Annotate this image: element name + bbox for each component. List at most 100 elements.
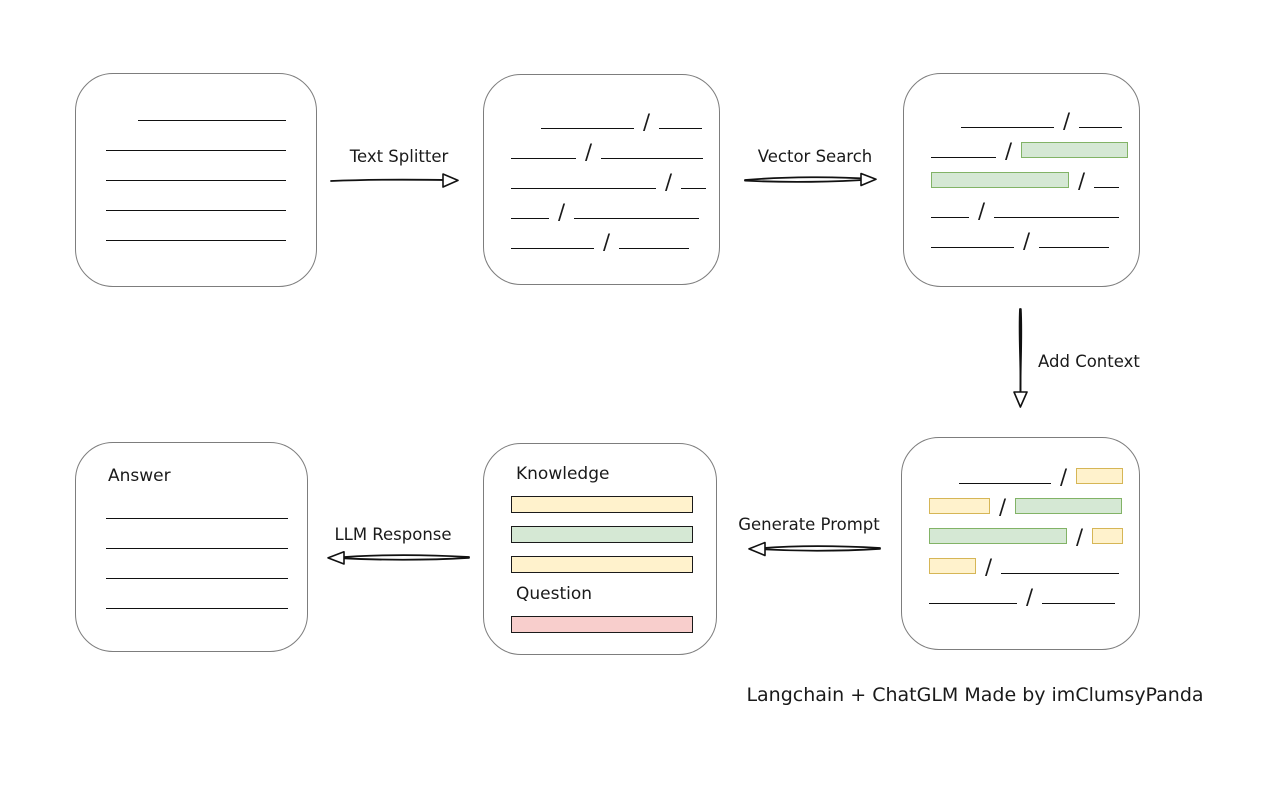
green-knowledge-bar (511, 526, 693, 543)
text-line (106, 180, 286, 181)
question-bar (511, 616, 693, 633)
chunk-row: / (511, 219, 719, 253)
green-highlight-chunk (1021, 142, 1129, 158)
right-arrow-icon (744, 172, 877, 187)
text-line (574, 218, 700, 219)
line-row (106, 91, 316, 121)
line-row (106, 211, 316, 241)
green-highlight-chunk (931, 172, 1069, 188)
chunk-row: / (931, 98, 1139, 132)
yellow-knowledge-bar (511, 556, 693, 573)
text-line (511, 188, 656, 189)
vector-search-label: Vector Search (757, 147, 873, 166)
slash-separator: / (1005, 139, 1013, 163)
vector-search-arrow: Vector Search (742, 147, 888, 197)
caption: Langchain + ChatGLM Made by imClumsyPand… (746, 684, 1204, 706)
line-row (106, 489, 307, 519)
chunk-row: / (511, 129, 719, 163)
yellow-highlight-chunk (929, 558, 976, 574)
down-arrow-icon (1013, 308, 1028, 408)
text-line (541, 128, 634, 129)
answer-node: Answer (75, 442, 308, 652)
left-arrow-icon (748, 541, 881, 557)
slash-separator: / (1078, 169, 1086, 193)
search-chunk-rows: / / / / / (904, 74, 1139, 252)
slash-separator: / (665, 170, 673, 194)
text-line (959, 483, 1051, 484)
text-line (601, 158, 704, 159)
text-line (106, 578, 288, 579)
line-row (106, 181, 316, 211)
text-line (511, 248, 594, 249)
text-line (659, 128, 703, 129)
text-line (931, 217, 969, 218)
line-row (106, 121, 316, 151)
yellow-highlight-chunk (1092, 528, 1124, 544)
slash-separator: / (1023, 229, 1031, 253)
text-line (106, 150, 286, 151)
text-line (1079, 127, 1123, 128)
slash-separator: / (643, 110, 651, 134)
text-line (681, 188, 707, 189)
text-line (106, 608, 288, 609)
chunk-row: / (511, 159, 719, 193)
answer-lines (76, 486, 307, 609)
line-row (106, 519, 307, 549)
chunk-row: / (929, 544, 1139, 578)
text-line (106, 240, 286, 241)
context-chunk-rows: / / / / / (902, 438, 1139, 608)
green-highlight-chunk (929, 528, 1067, 544)
text-line (511, 158, 576, 159)
text-line (106, 210, 286, 211)
slash-separator: / (585, 140, 593, 164)
chunk-row: / (511, 99, 719, 133)
yellow-knowledge-bar (511, 496, 693, 513)
text-splitter-label: Text Splitter (349, 147, 449, 166)
slash-separator: / (978, 199, 986, 223)
line-row (106, 549, 307, 579)
chunk-row: / (929, 454, 1139, 488)
answer-label: Answer (108, 466, 171, 486)
question-label: Question (516, 584, 593, 604)
chunk-row: / (931, 218, 1139, 252)
line-row (106, 579, 307, 609)
slash-separator: / (985, 555, 993, 579)
slash-separator: / (1026, 585, 1034, 609)
text-line (961, 127, 1054, 128)
text-line (106, 548, 288, 549)
chunk-row: / (511, 189, 719, 223)
chunk-row: / (931, 158, 1139, 192)
chunk-row: / (929, 514, 1139, 548)
generate-prompt-arrow: Generate Prompt (734, 515, 884, 565)
chunk-row: / (931, 188, 1139, 222)
llm-response-label: LLM Response (334, 525, 452, 544)
split-chunks-node: ///// (483, 74, 720, 285)
green-highlight-chunk (1015, 498, 1123, 514)
left-arrow-icon (327, 551, 470, 565)
slash-separator: / (558, 200, 566, 224)
line-row (106, 151, 316, 181)
add-context-label: Add Context (1038, 352, 1140, 371)
text-line (1042, 603, 1116, 604)
text-splitter-arrow: Text Splitter (328, 147, 470, 197)
slash-separator: / (999, 495, 1007, 519)
split-chunk-rows: ///// (484, 75, 719, 253)
vector-search-result-node: / / / / / (903, 73, 1140, 287)
context-chunks-node: / / / / / (901, 437, 1140, 650)
chunk-row: / (931, 128, 1139, 162)
text-line (929, 603, 1017, 604)
yellow-highlight-chunk (929, 498, 990, 514)
slash-separator: / (1076, 525, 1084, 549)
yellow-highlight-chunk (1076, 468, 1124, 484)
document-node (75, 73, 317, 287)
prompt-node: Knowledge Question (483, 443, 717, 655)
question-bar-wrap (511, 616, 716, 633)
text-line (106, 518, 288, 519)
chunk-row: / (929, 484, 1139, 518)
document-lines (76, 74, 316, 241)
chunk-row: / (929, 574, 1139, 608)
text-line (1039, 247, 1110, 248)
text-line (511, 218, 549, 219)
slash-separator: / (1063, 109, 1071, 133)
